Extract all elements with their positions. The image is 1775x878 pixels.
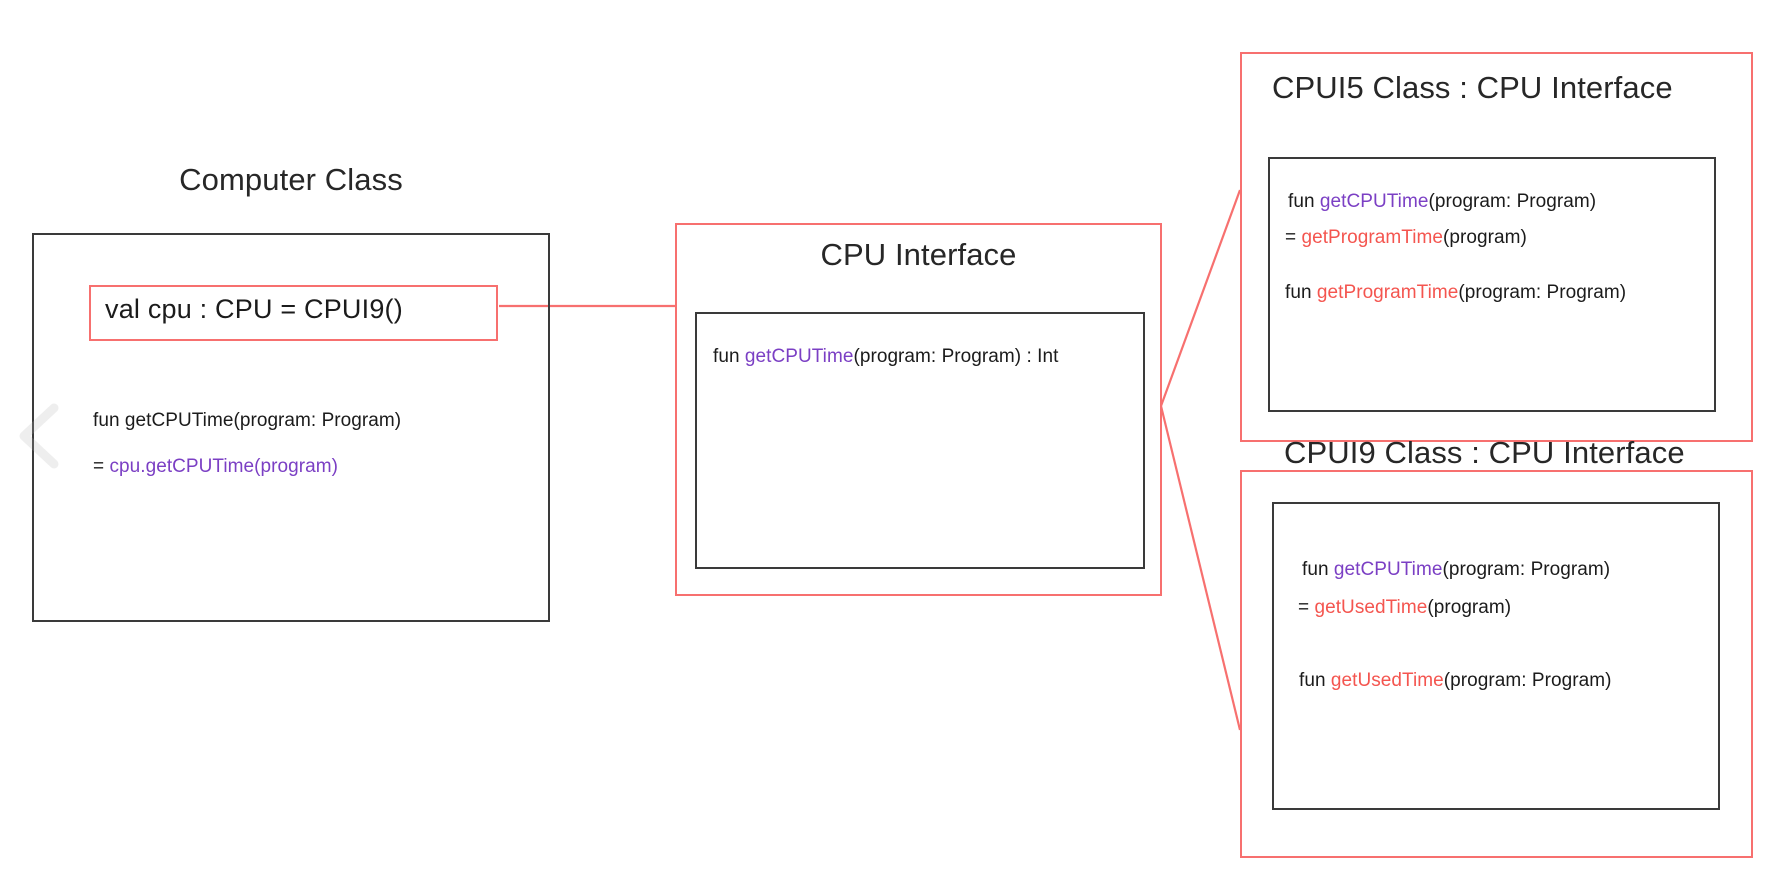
- cpu-interface-outer-box: [675, 223, 1162, 596]
- cpu-interface-method-params: (program: Program) : Int: [853, 346, 1059, 367]
- cpu-field-highlight-box[interactable]: val cpu : CPU = CPUI9(): [89, 285, 498, 341]
- cpui9-line-1-params: (program: Program): [1442, 559, 1611, 580]
- cpui5-line-2-name: getProgramTime: [1301, 227, 1443, 248]
- cpui5-title: CPUI5 Class : CPU Interface: [1272, 70, 1673, 105]
- cpui5-line-2: = getProgramTime(program): [1285, 226, 1527, 249]
- cpu-interface-method-keyword: fun: [713, 346, 745, 367]
- cpui5-line-1: fun getCPUTime(program: Program): [1288, 190, 1596, 213]
- cpui9-line-2-equals: =: [1298, 597, 1315, 618]
- cpui9-line-2-params: (program): [1427, 597, 1512, 618]
- cpui5-line-3-name: getProgramTime: [1316, 282, 1459, 303]
- chevron-left-icon[interactable]: [10, 400, 68, 477]
- connector-cpu-interface-to-cpui9: [1159, 405, 1242, 731]
- cpui9-line-1-name: getCPUTime: [1333, 559, 1443, 580]
- computer-method-body: = cpu.getCPUTime(program): [93, 455, 338, 478]
- cpu-interface-method: fun getCPUTime(program: Program) : Int: [713, 345, 1058, 368]
- cpui9-line-3-params: (program: Program): [1443, 670, 1612, 691]
- computer-class-box: [32, 233, 550, 622]
- connector-cpu-interface-to-cpui5: [1159, 189, 1242, 407]
- cpui9-line-3: fun getUsedTime(program: Program): [1299, 669, 1611, 692]
- cpu-interface-method-name: getCPUTime: [744, 346, 854, 367]
- cpui9-line-2: = getUsedTime(program): [1298, 596, 1511, 619]
- cpui9-outer-box: [1240, 470, 1753, 858]
- cpui9-line-3-keyword: fun: [1299, 670, 1331, 691]
- cpu-interface-title: CPU Interface: [820, 237, 1017, 272]
- cpui5-line-3-params: (program: Program): [1458, 282, 1627, 303]
- cpui9-title: CPUI9 Class : CPU Interface: [1284, 435, 1685, 470]
- cpui9-line-1-keyword: fun: [1302, 559, 1334, 580]
- cpui5-line-1-name: getCPUTime: [1319, 191, 1429, 212]
- cpui5-line-3: fun getProgramTime(program: Program): [1285, 281, 1626, 304]
- computer-method-signature: fun getCPUTime(program: Program): [93, 409, 401, 432]
- cpui5-line-1-params: (program: Program): [1428, 191, 1597, 212]
- cpu-field-declaration: val cpu : CPU = CPUI9(): [105, 294, 403, 324]
- cpui5-line-2-equals: =: [1285, 227, 1302, 248]
- computer-method-name: getCPUTime(program: Program): [124, 410, 402, 431]
- cpui5-inner-box: [1268, 157, 1716, 412]
- cpui5-line-1-keyword: fun: [1288, 191, 1320, 212]
- cpui9-line-1: fun getCPUTime(program: Program): [1302, 558, 1610, 581]
- computer-method-keyword: fun: [93, 410, 125, 431]
- cpui5-line-3-keyword: fun: [1285, 282, 1317, 303]
- computer-class-title: Computer Class: [179, 162, 403, 197]
- cpui9-line-2-name: getUsedTime: [1314, 597, 1428, 618]
- cpui9-line-3-name: getUsedTime: [1330, 670, 1444, 691]
- cpui5-line-2-params: (program): [1442, 227, 1527, 248]
- computer-method-delegate-call: cpu.getCPUTime(program): [109, 456, 338, 477]
- cpu-interface-inner-box: [695, 312, 1145, 569]
- cpui5-outer-box: [1240, 52, 1753, 442]
- computer-method-equals: =: [93, 456, 110, 477]
- cpui9-inner-box: [1272, 502, 1720, 810]
